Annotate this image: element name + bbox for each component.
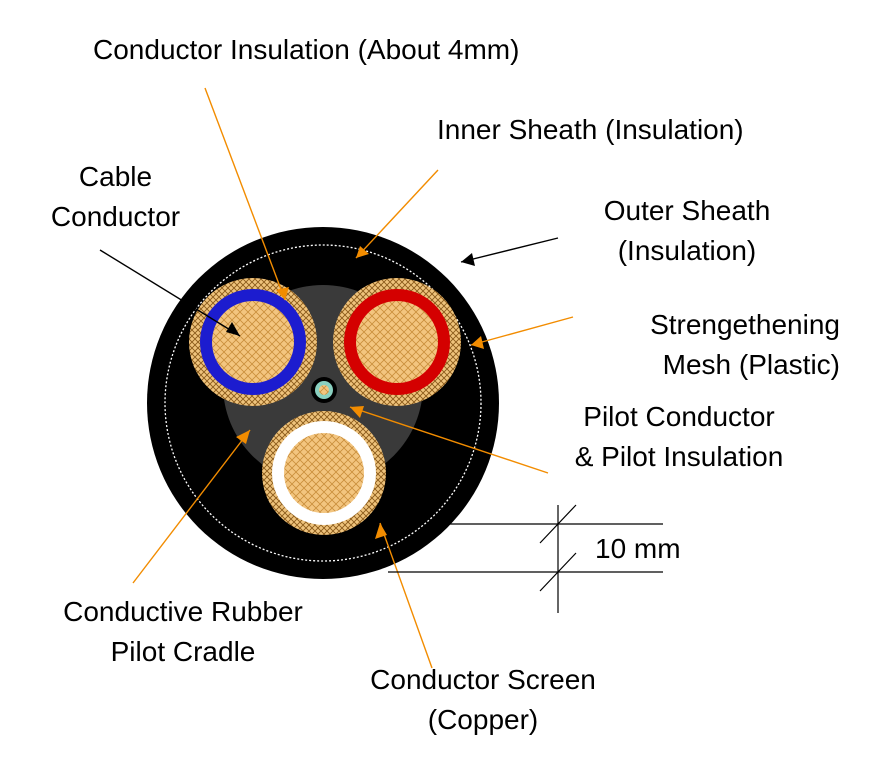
pilot-conductor	[311, 377, 337, 403]
label-cable-conductor: Cable Conductor	[28, 157, 203, 237]
arrowhead-conductive-rubber	[236, 430, 250, 444]
arrowhead-pilot-conductor	[350, 406, 364, 418]
label-conductor-screen: Conductor Screen (Copper)	[338, 660, 628, 740]
conductor-blue	[189, 278, 317, 406]
label-conductive-rubber-line2: Pilot Cradle	[110, 636, 256, 667]
leader-conductive-rubber	[132, 429, 251, 584]
leader-inner-sheath	[355, 169, 439, 259]
label-outer-sheath: Outer Sheath (Insulation)	[577, 191, 797, 271]
label-strengthening-mesh-line1: Strengethening	[650, 309, 840, 340]
arrowhead-conductor-insulation	[276, 287, 289, 300]
label-cable-conductor-line2: Conductor	[50, 201, 181, 232]
label-pilot-conductor: Pilot Conductor & Pilot Insulation	[548, 397, 810, 477]
label-conductor-screen-line2: (Copper)	[427, 704, 539, 735]
label-cable-conductor-line1: Cable	[78, 161, 153, 192]
label-pilot-conductor-line1: Pilot Conductor	[583, 401, 775, 432]
label-inner-sheath: Inner Sheath (Insulation)	[437, 114, 744, 145]
conductor-white	[262, 411, 386, 535]
leader-lines	[99, 87, 574, 669]
leader-conductor-screen	[379, 522, 433, 669]
screen-dotted-ring	[164, 244, 482, 562]
leader-conductor-insulation	[204, 87, 286, 301]
leader-outer-sheath	[460, 237, 559, 263]
label-pilot-conductor-line2: & Pilot Insulation	[574, 441, 784, 472]
conductor-red	[333, 278, 461, 406]
arrowheads	[226, 246, 484, 539]
label-conductor-screen-line1: Conductor Screen	[370, 664, 596, 695]
arrowhead-inner-sheath	[356, 246, 369, 258]
label-conductive-rubber: Conductive Rubber Pilot Cradle	[28, 592, 338, 672]
leader-pilot-conductor	[349, 406, 549, 474]
label-dimension: 10 mm	[595, 533, 681, 564]
label-conductive-rubber-line1: Conductive Rubber	[63, 596, 303, 627]
label-conductor-insulation: Conductor Insulation (About 4mm)	[93, 34, 520, 65]
label-outer-sheath-line1: Outer Sheath	[603, 195, 771, 226]
label-outer-sheath-line2: (Insulation)	[617, 235, 757, 266]
arrowhead-strengthening-mesh	[471, 336, 484, 349]
arrowhead-cable-conductor	[226, 322, 240, 336]
label-strengthening-mesh: Strengethening Mesh (Plastic)	[590, 305, 840, 385]
leader-strengthening-mesh	[470, 316, 574, 346]
label-strengthening-mesh-line2: Mesh (Plastic)	[662, 349, 840, 380]
arrowhead-outer-sheath	[461, 253, 475, 266]
arrowhead-conductor-screen	[375, 523, 387, 539]
dimension-marker	[388, 504, 663, 613]
leader-cable-conductor	[99, 249, 241, 337]
